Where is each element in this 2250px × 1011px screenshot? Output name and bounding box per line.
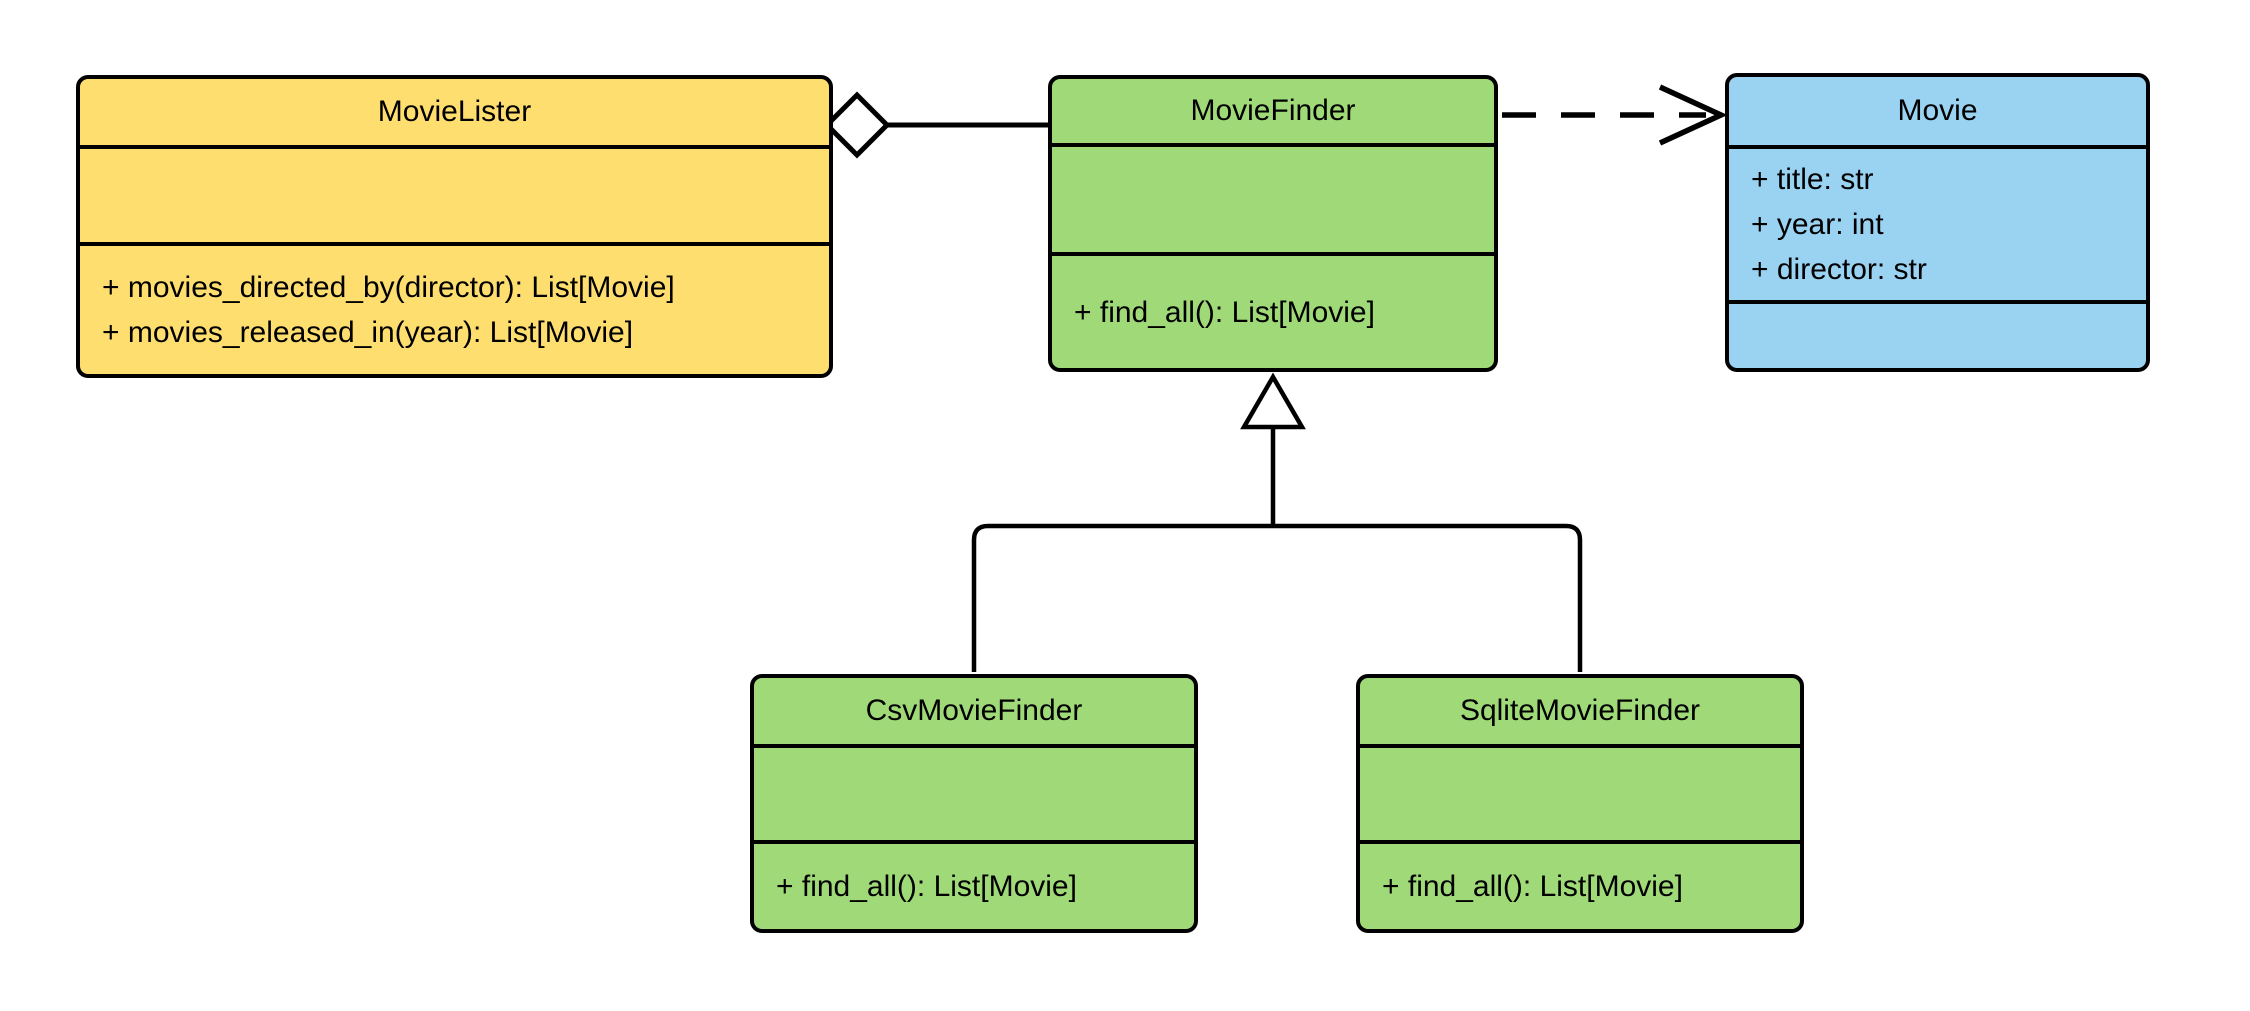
methods-section: + find_all(): List[Movie] <box>754 844 1194 929</box>
attribute-item: + title: str <box>1751 163 1874 196</box>
attributes-section <box>1360 748 1800 844</box>
methods-section: + find_all(): List[Movie] <box>1360 844 1800 929</box>
method-item: + find_all(): List[Movie] <box>776 870 1077 903</box>
method-item: + movies_released_in(year): List[Movie] <box>102 316 634 349</box>
method-item: + movies_directed_by(director): List[Mov… <box>102 271 675 304</box>
class-csvmoviefinder: CsvMovieFinder + find_all(): List[Movie] <box>750 674 1198 933</box>
class-moviefinder: MovieFinder + find_all(): List[Movie] <box>1048 75 1498 372</box>
class-movie: Movie + title: str + year: int + directo… <box>1725 73 2150 372</box>
attribute-item: + director: str <box>1751 253 1927 286</box>
class-title: Movie <box>1729 77 2146 149</box>
aggregation-diamond-icon <box>823 91 891 159</box>
attributes-section: + title: str + year: int + director: str <box>1729 149 2146 304</box>
attributes-section <box>754 748 1194 844</box>
class-sqlitemoviefinder: SqliteMovieFinder + find_all(): List[Mov… <box>1356 674 1804 933</box>
method-item: + find_all(): List[Movie] <box>1382 870 1683 903</box>
class-movielister: MovieLister + movies_directed_by(directo… <box>76 75 833 378</box>
generalization-connector <box>971 372 1583 672</box>
methods-section <box>1729 304 2146 368</box>
class-title: CsvMovieFinder <box>754 678 1194 748</box>
open-arrowhead-icon <box>1658 84 1728 146</box>
class-title: MovieFinder <box>1052 79 1494 147</box>
aggregation-connector <box>823 91 1050 159</box>
class-title: MovieLister <box>80 79 829 149</box>
methods-section: + find_all(): List[Movie] <box>1052 256 1494 368</box>
hollow-triangle-icon <box>1240 372 1306 430</box>
attributes-section <box>80 149 829 246</box>
methods-section: + movies_directed_by(director): List[Mov… <box>80 246 829 374</box>
attributes-section <box>1052 147 1494 256</box>
class-title: SqliteMovieFinder <box>1360 678 1800 748</box>
method-item: + find_all(): List[Movie] <box>1074 295 1375 329</box>
dependency-arrow <box>1502 84 1728 146</box>
attribute-item: + year: int <box>1751 208 1884 241</box>
